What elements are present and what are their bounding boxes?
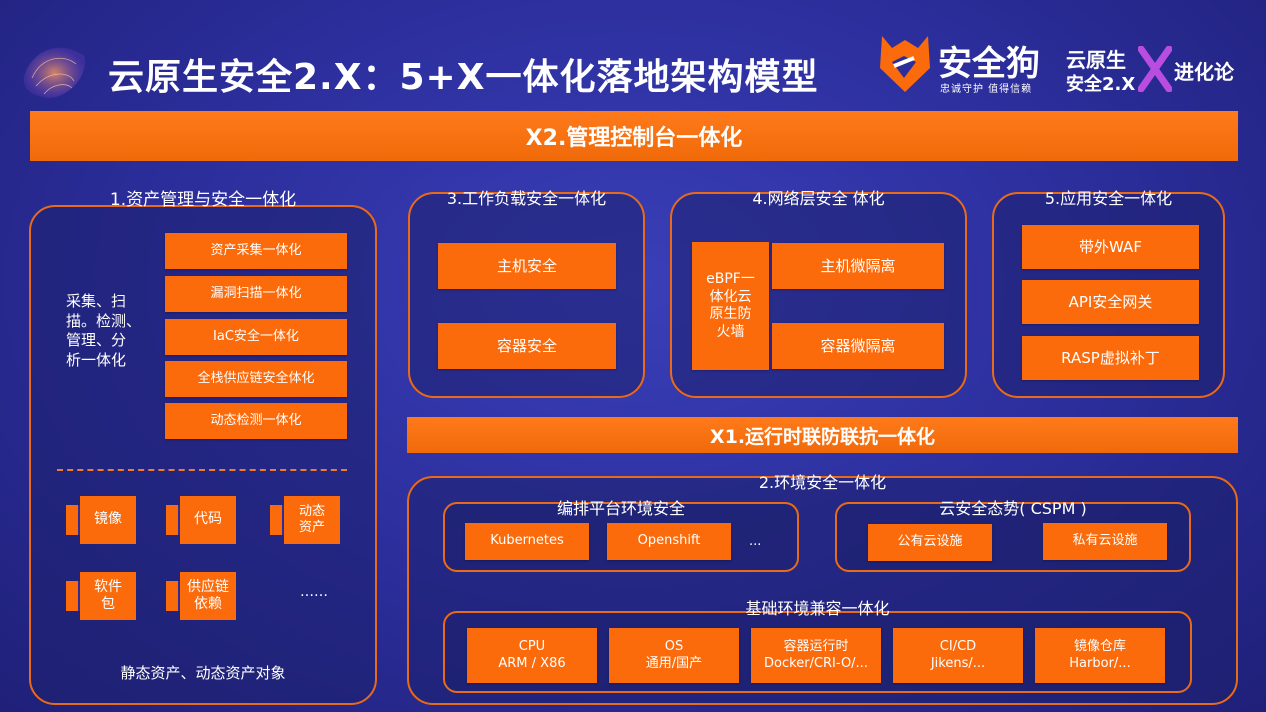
orchestration-item: Kubernetes [465, 523, 589, 560]
event-line1: 云原生 [1066, 48, 1126, 72]
decorative-mesh-icon [23, 47, 85, 98]
shield-dog-logo-icon [880, 36, 930, 92]
asset-object-chip: 代码 [166, 496, 236, 544]
orchestration-more: ... [749, 534, 762, 549]
app-item: 带外WAF [1022, 225, 1199, 269]
asset-object-chip: 动态 资产 [270, 496, 340, 544]
asset-object-chip: 软件 包 [66, 572, 136, 620]
workload-item: 容器安全 [438, 323, 616, 369]
cspm-item: 公有云设施 [868, 524, 992, 561]
chip-tab [66, 505, 80, 535]
chip-label: 供应链 依赖 [180, 572, 236, 620]
asset-item: 资产采集一体化 [165, 233, 347, 269]
network-panel-title: 4.网络层安全 体化 [752, 189, 885, 208]
asset-footer: 静态资产、动态资产对象 [120, 664, 286, 682]
base-env-item: 镜像仓库 Harbor/... [1035, 628, 1165, 683]
env-panel-title: 2.环境安全一体化 [758, 473, 887, 492]
asset-side-text: 采集、扫 描。检测、 管理、分 析一体化 [66, 292, 142, 369]
chip-label: 动态 资产 [284, 496, 340, 544]
chip-tab [166, 581, 180, 611]
ebpf-firewall-box: eBPF一 体化云 原生防 火墙 [692, 242, 769, 370]
asset-item: 全栈供应链安全体化 [165, 361, 347, 397]
asset-object-chip: 镜像 [66, 496, 136, 544]
page-title: 云原生安全2.X：5+X一体化落地架构模型 [108, 57, 819, 98]
x-mark-icon [1138, 46, 1172, 92]
orchestration-title: 编排平台环境安全 [556, 499, 685, 518]
chip-label: 代码 [180, 496, 236, 544]
orchestration-item: Openshift [607, 523, 731, 560]
brand-slogan: 忠诚守护 值得信赖 [940, 84, 1033, 95]
workload-panel-title: 3.工作负载安全一体化 [446, 189, 607, 208]
event-line2: 安全2.X [1066, 74, 1136, 95]
chip-label: 软件 包 [80, 572, 136, 620]
base-env-item: CI/CD Jikens/... [893, 628, 1023, 683]
network-item: 容器微隔离 [772, 323, 944, 369]
x1-runtime-banner: X1.运行时联防联抗一体化 [407, 417, 1238, 453]
chip-tab [66, 581, 80, 611]
asset-more: …… [300, 584, 328, 600]
event-logo: 云原生 安全2.X 进化论 [1066, 44, 1236, 100]
cspm-title: 云安全态势( CSPM ) [939, 499, 1087, 518]
app-item: API安全网关 [1022, 280, 1199, 324]
app-item: RASP虚拟补丁 [1022, 336, 1199, 380]
base-env-item: OS 通用/国产 [609, 628, 739, 683]
asset-item: 动态检测一体化 [165, 403, 347, 439]
workload-item: 主机安全 [438, 243, 616, 289]
chip-tab [166, 505, 180, 535]
network-item: 主机微隔离 [772, 243, 944, 289]
asset-panel-title: 1.资产管理与安全一体化 [109, 190, 297, 210]
app-panel-title: 5.应用安全一体化 [1044, 189, 1173, 208]
asset-object-chip: 供应链 依赖 [166, 572, 236, 620]
chip-tab [270, 505, 284, 535]
event-suffix: 进化论 [1174, 60, 1234, 84]
base-env-title: 基础环境兼容一体化 [745, 599, 890, 618]
asset-item: IaC安全一体化 [165, 319, 347, 355]
chip-label: 镜像 [80, 496, 136, 544]
base-env-item: CPU ARM / X86 [467, 628, 597, 683]
asset-item: 漏洞扫描一体化 [165, 276, 347, 312]
cspm-item: 私有云设施 [1043, 523, 1167, 560]
asset-divider [57, 469, 347, 471]
base-env-item: 容器运行时 Docker/CRI-O/... [751, 628, 881, 683]
x2-console-banner: X2.管理控制台一体化 [30, 111, 1238, 161]
brand-name: 安全狗 [938, 44, 1040, 84]
